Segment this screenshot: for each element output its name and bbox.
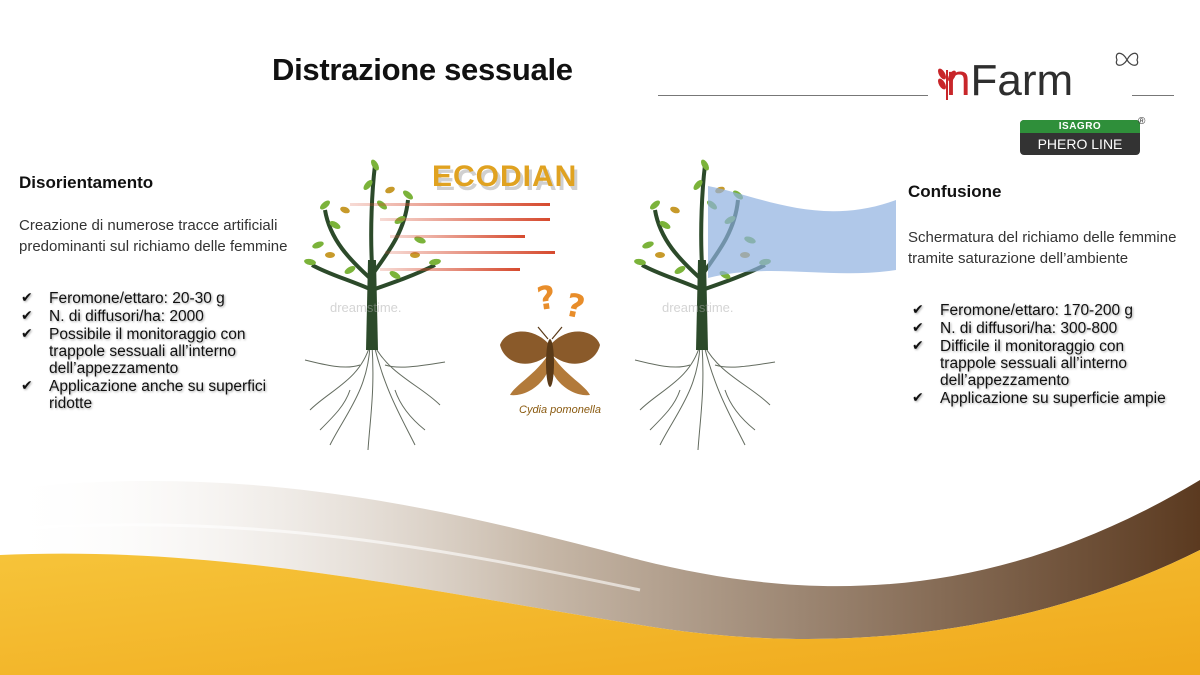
slide-title: Distrazione sessuale: [272, 52, 573, 87]
pheromone-trails: [350, 203, 555, 271]
check-icon: ✔: [21, 378, 33, 394]
left-description: Creazione di numerose tracce artificiali…: [19, 217, 288, 255]
saturation-screen: [708, 186, 896, 278]
check-icon: ✔: [912, 390, 924, 406]
check-icon: ✔: [912, 320, 924, 336]
phero-line-badge: ISAGRO PHERO LINE: [1020, 120, 1140, 155]
list-item: ✔ Applicazione anche su superfici ridotte: [19, 378, 279, 412]
registered-mark: ®: [1138, 116, 1146, 127]
illustration-scene: [304, 159, 896, 451]
watermark-right: dreamstime.: [662, 300, 734, 315]
bullet-text: Applicazione anche su superfici ridotte: [49, 378, 267, 412]
bullet-text: Feromone/ettaro: 170-200 g: [940, 302, 1134, 319]
right-description: Schermatura del richiamo delle femmine t…: [908, 229, 1177, 267]
check-icon: ✔: [912, 338, 924, 354]
badge-phero-line: PHERO LINE: [1037, 136, 1123, 152]
right-bullet-list: ✔ Feromone/ettaro: 170-200 g ✔ N. di diffu…: [910, 302, 1180, 408]
moth-icon: [500, 326, 600, 396]
left-heading: Disorientamento: [19, 173, 154, 192]
tree-icon: [304, 159, 446, 451]
header-divider-left: [658, 95, 928, 96]
bullet-text: Feromone/ettaro: 20-30 g: [49, 290, 225, 307]
bullet-text: Possibile il monitoraggio con trappole s…: [49, 326, 246, 377]
list-item: ✔ N. di diffusori/ha: 2000: [19, 308, 279, 325]
logo-word-farm: Farm: [970, 56, 1074, 105]
check-icon: ✔: [21, 326, 33, 342]
bullet-text: N. di diffusori/ha: 300-800: [940, 320, 1118, 337]
list-item: ✔ Feromone/ettaro: 20-30 g: [19, 290, 279, 307]
left-bullet-list: ✔ Feromone/ettaro: 20-30 g ✔ N. di diffuso…: [19, 290, 279, 413]
wheat-icon: [938, 68, 956, 100]
check-icon: ✔: [21, 308, 33, 324]
bullet-text: Applicazione su superficie ampie: [940, 390, 1166, 407]
footer-wave: [0, 480, 1200, 675]
list-item: ✔ Feromone/ettaro: 170-200 g: [910, 302, 1180, 319]
list-item: ✔ Applicazione su superficie ampie: [910, 390, 1180, 407]
moth-caption: Cydia pomonella: [519, 404, 601, 416]
bullet-text: N. di diffusori/ha: 2000: [49, 308, 204, 325]
butterfly-icon: [1115, 52, 1139, 66]
right-heading: Confusione: [908, 182, 1002, 201]
list-item: ✔ Possibile il monitoraggio con trappole …: [19, 326, 279, 377]
ecodian-label: ECODIAN: [432, 160, 578, 193]
list-item: ✔ Difficile il monitoraggio con trappole …: [910, 338, 1180, 389]
list-item: ✔ N. di diffusori/ha: 300-800: [910, 320, 1180, 337]
badge-isagro: ISAGRO: [1020, 120, 1140, 133]
watermark-left: dreamstime.: [330, 300, 402, 315]
check-icon: ✔: [21, 290, 33, 306]
check-icon: ✔: [912, 302, 924, 318]
infarm-logo: nFarm: [938, 52, 1139, 106]
header-divider-right: [1132, 95, 1174, 96]
bullet-text: Difficile il monitoraggio con trappole s…: [940, 338, 1127, 389]
